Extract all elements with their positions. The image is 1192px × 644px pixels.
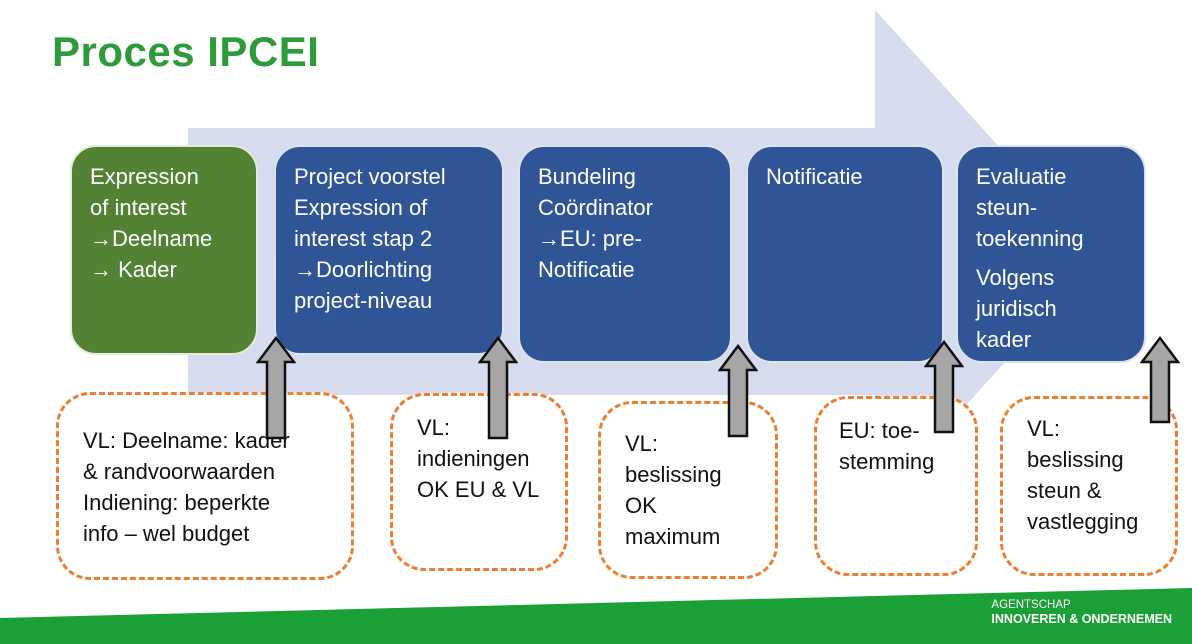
note-line: beslissing	[1027, 447, 1124, 472]
up-arrow-icon	[478, 336, 518, 440]
step-line: → Kader	[90, 257, 177, 282]
note-line: VL: Deelname: kader	[83, 428, 290, 453]
note-line: EU: toe-	[839, 418, 920, 443]
note-line: vastlegging	[1027, 509, 1139, 534]
agency-logo-line2: INNOVEREN & ONDERNEMEN	[991, 612, 1172, 626]
up-arrow-icon	[256, 336, 296, 440]
step-line: interest stap 2	[294, 226, 433, 251]
up-arrow-icon	[718, 344, 758, 438]
step-line: →Doorlichting	[294, 257, 433, 282]
note-line: steun &	[1027, 478, 1102, 503]
step-line: Evaluatie	[976, 164, 1067, 189]
step-line: fin	[976, 355, 1128, 361]
note-line: VL:	[417, 415, 451, 440]
note-beslissing: VL: beslissing OK maximum	[598, 401, 778, 579]
note-line: VL:	[1027, 416, 1061, 441]
step-evaluatie: Evaluatie steun- toekenning Volgens juri…	[956, 145, 1146, 363]
step-bundeling: Bundeling Coördinator →EU: pre- Notifica…	[518, 145, 732, 363]
note-line: & randvoorwaarden	[83, 459, 276, 484]
step-line: project-niveau	[294, 288, 433, 313]
agency-logo-line1: AGENTSCHAP	[991, 599, 1071, 611]
step-line: →EU: pre-	[538, 226, 642, 251]
step-line: of interest	[90, 195, 187, 220]
step-notificatie: Notificatie	[746, 145, 944, 363]
step-line: Bundeling	[538, 164, 636, 189]
page-title: Proces IPCEI	[52, 28, 320, 75]
up-arrow-icon	[1140, 336, 1180, 424]
note-line: beslissing	[625, 462, 722, 487]
step-line: Coördinator	[538, 195, 653, 220]
note-line: indieningen	[417, 446, 530, 471]
note-line: Indiening: beperkte	[83, 490, 271, 515]
note-line: info – wel budget	[83, 521, 250, 546]
note-line: OK EU & VL	[417, 477, 540, 502]
note-indieningen: VL: indieningen OK EU & VL	[390, 393, 568, 571]
step-line: steun-	[976, 195, 1038, 220]
step-project-voorstel: Project voorstel Expression of interest …	[274, 145, 504, 355]
note-line: OK	[625, 493, 657, 518]
agency-logo: AGENTSCHAP INNOVEREN & ONDERNEMEN	[991, 598, 1172, 626]
step-line: Notificatie	[766, 164, 863, 189]
step-line: Expression	[90, 164, 199, 189]
step-line: kader	[976, 327, 1032, 352]
step-line: toekenning	[976, 226, 1084, 251]
up-arrow-icon	[924, 340, 964, 434]
note-line: VL:	[625, 431, 659, 456]
note-line: stemming	[839, 449, 935, 474]
footer-band	[0, 588, 1192, 644]
note-steun: VL: beslissing steun & vastlegging	[1000, 396, 1178, 576]
step-line: Expression of	[294, 195, 428, 220]
note-line: maximum	[625, 524, 721, 549]
step-line: Volgens	[976, 265, 1055, 290]
step-line: →Deelname	[90, 226, 213, 251]
step-line: Project voorstel	[294, 164, 446, 189]
step-line: juridisch	[976, 296, 1057, 321]
note-deelname: VL: Deelname: kader & randvoorwaarden In…	[56, 392, 354, 580]
step-expression-of-interest: Expression of interest →Deelname → Kader	[70, 145, 258, 355]
step-line: Notificatie	[538, 257, 635, 282]
